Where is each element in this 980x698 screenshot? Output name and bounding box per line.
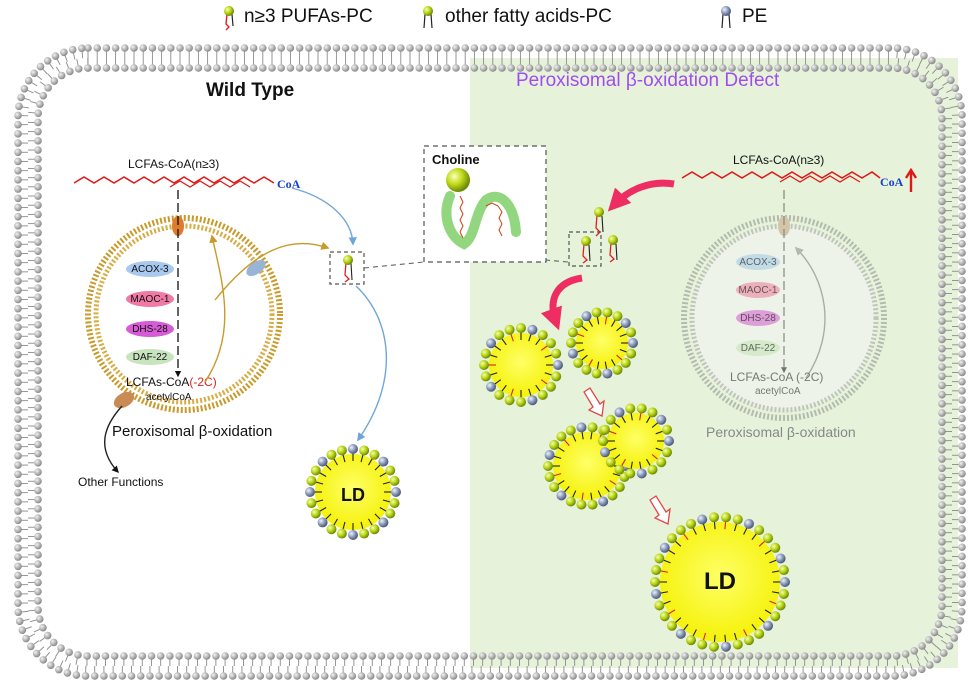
wt-substrate-to-pc-arrow <box>291 187 357 246</box>
wt-other-functions-arrow <box>104 405 123 474</box>
wt-enzyme-maoc1: MAOC-1 <box>126 291 174 307</box>
wt-enzyme-daf22: DAF-22 <box>126 349 174 365</box>
legend-pufa-pc-label: n≥3 PUFAs-PC <box>244 6 373 27</box>
svg-text:MAOC-1: MAOC-1 <box>131 294 170 305</box>
defect-lipid-droplet-large <box>650 512 790 652</box>
defect-product-label: LCFAs-CoA (-2C) <box>730 370 823 384</box>
wt-transporter-top <box>172 216 184 236</box>
defect-enzyme-dhs28: DHS-28 <box>740 313 776 324</box>
defect-fusion-arrow-2-icon <box>649 495 671 525</box>
defect-enzyme-acox3: ACOX-3 <box>739 257 777 268</box>
defect-lipid-droplet-fusing-2 <box>598 403 674 479</box>
cell-membrane <box>14 44 966 680</box>
inset-fatty-acid-chain-2 <box>485 202 503 237</box>
svg-text:DAF-22: DAF-22 <box>133 352 168 363</box>
defect-fusion-arrow-1-icon <box>583 387 605 417</box>
wt-recycle-arrow <box>204 234 226 383</box>
defect-pufa-pc-molecule-boxed <box>581 236 591 264</box>
wt-peroxisome-membrane-outer <box>85 215 283 413</box>
legend: n≥3 PUFAs-PC other fatty acids-PC PE <box>224 6 767 31</box>
defect-enzyme-labels: ACOX-3 MAOC-1 DHS-28 DAF-22 <box>739 257 778 354</box>
svg-text:ACOX-3: ACOX-3 <box>131 264 169 275</box>
inset-choline-head <box>446 168 470 192</box>
defect-pufa-pc-molecule-2 <box>608 235 618 263</box>
legend-other-pc-icon <box>423 6 433 29</box>
defect-fatty-acid-chain <box>681 171 881 179</box>
legend-pufa-pc-icon <box>224 6 234 31</box>
wt-pc-to-ld-arrow <box>355 285 387 442</box>
defect-enzyme-maoc1: MAOC-1 <box>739 285 778 296</box>
wt-other-functions-label: Other Functions <box>78 475 163 489</box>
inset-choline-label: Choline <box>432 152 480 167</box>
defect-pufa-pc-molecule <box>594 207 604 237</box>
defect-panel: LCFAs-CoA(n≥3) CoA <box>479 153 918 652</box>
defect-lipid-droplet-small-1 <box>479 323 563 407</box>
wt-lipid-droplet <box>305 444 401 540</box>
defect-substrate-label: LCFAs-CoA(n≥3) <box>733 153 824 167</box>
defect-flux-arrow-to-pc <box>607 179 675 212</box>
wild-type-title: Wild Type <box>206 80 294 101</box>
defect-enzyme-daf22: DAF-22 <box>741 343 776 354</box>
svg-text:DHS-28: DHS-28 <box>132 324 168 335</box>
wt-export-arrow <box>214 241 330 301</box>
defect-flux-arrow-to-ld <box>540 274 583 331</box>
defect-chain-double-bonds <box>779 175 861 183</box>
wt-substrate-label: LCFAs-CoA(n≥3) <box>128 157 219 171</box>
legend-pe-label: PE <box>742 6 767 27</box>
wt-pathway-label: Peroxisomal β-oxidation <box>112 423 272 440</box>
inset-fatty-acid-chain-1 <box>459 195 464 239</box>
legend-other-pc-label: other fatty acids-PC <box>445 6 612 27</box>
choline-inset: Choline <box>363 145 569 269</box>
defect-ld-label: LD <box>704 568 736 595</box>
legend-pe-icon <box>721 6 731 29</box>
wt-ld-label: LD <box>341 485 365 505</box>
wt-enzyme-dhs28: DHS-28 <box>126 321 174 337</box>
wt-product-label: LCFAs-CoA(-2C) <box>126 375 217 389</box>
defect-pathway-label: Peroxisomal β-oxidation <box>706 424 856 440</box>
defect-pc-zoom-box <box>568 231 602 267</box>
defect-acetylcoa-label: acetylCoA <box>755 386 801 397</box>
wt-enzyme-acox3: ACOX-3 <box>126 261 174 277</box>
defect-increase-arrow-icon <box>904 167 918 192</box>
defect-peroxisome <box>681 190 887 421</box>
defect-title: Peroxisomal β-oxidation Defect <box>516 70 780 91</box>
defect-lipid-droplet-small-2 <box>566 307 638 379</box>
wt-acetylcoa-label: acetylCoA <box>146 392 192 403</box>
wt-coa-label: CoA <box>277 177 301 191</box>
wt-transporter-right <box>246 260 266 276</box>
wt-transporter-bottom <box>113 391 135 409</box>
wild-type-panel: LCFAs-CoA(n≥3) CoA ACOX-3 MAOC-1 DHS-28 … <box>73 157 401 540</box>
inset-glycerol-backbone <box>441 191 521 250</box>
wt-fatty-acid-chain <box>73 176 275 184</box>
defect-coa-label: CoA <box>880 175 904 189</box>
wt-pufa-pc-molecule <box>343 255 353 283</box>
wt-chain-double-bonds <box>169 180 251 188</box>
